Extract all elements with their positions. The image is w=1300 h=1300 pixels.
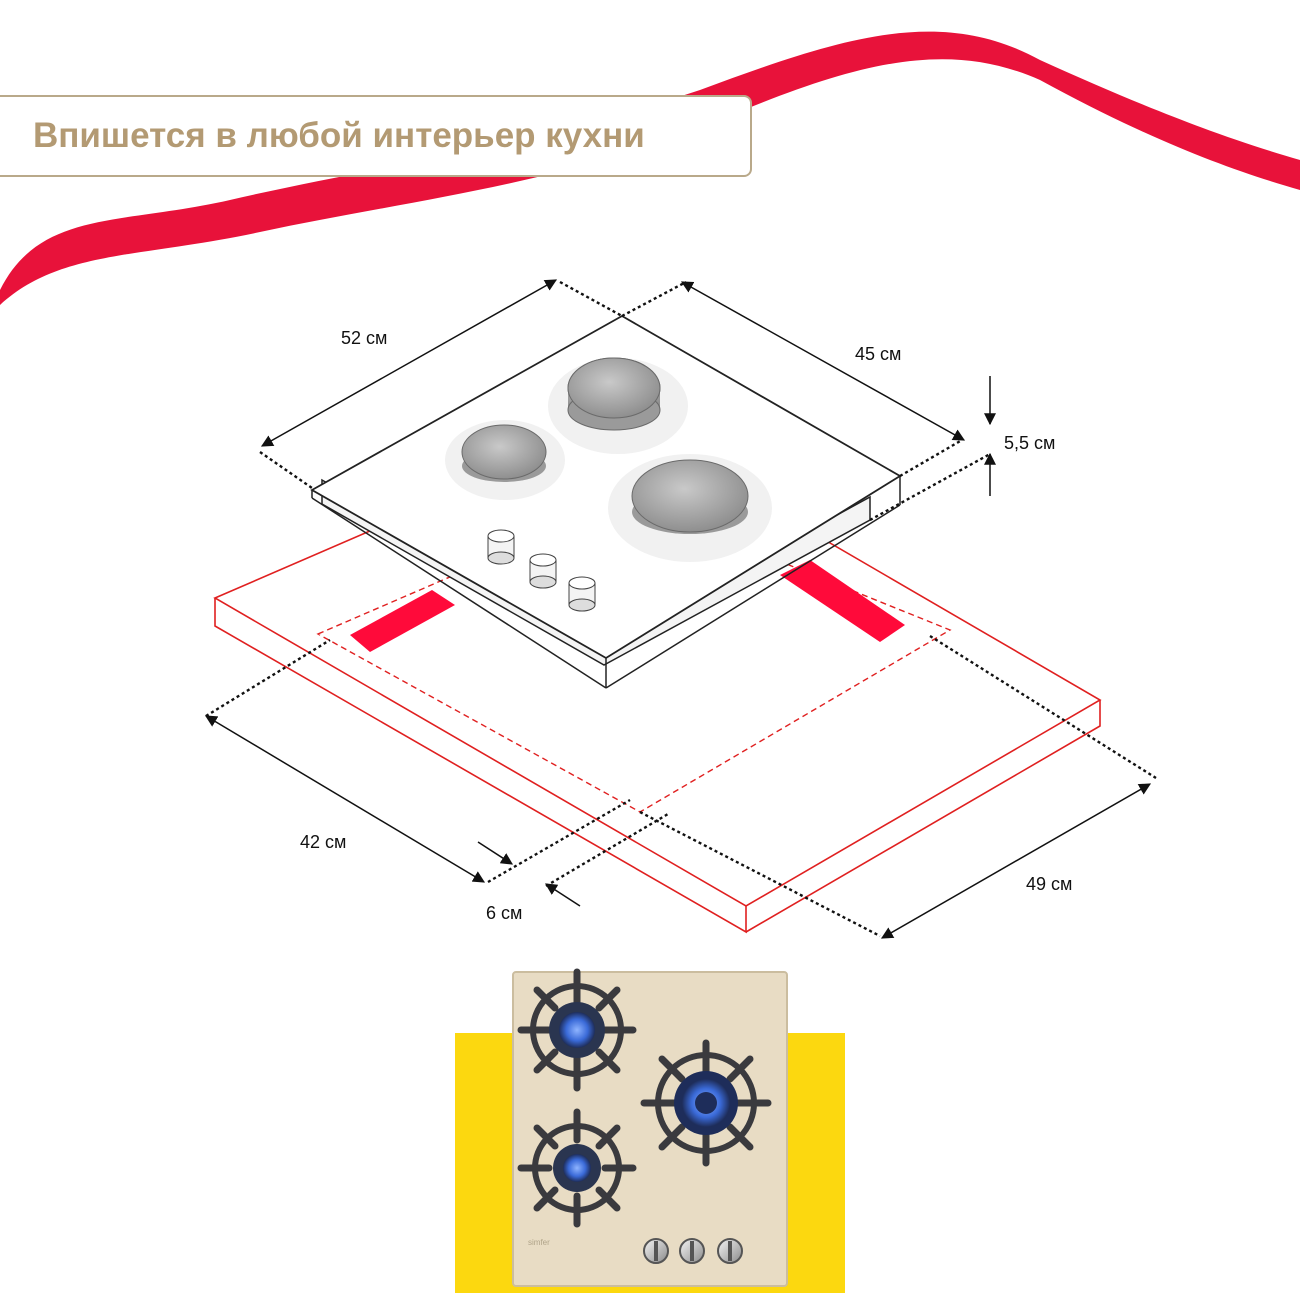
control-knob-icon	[643, 1238, 669, 1264]
hob-knobs	[487, 529, 596, 612]
dim-line-cutout-width	[204, 715, 486, 883]
control-knob-icon	[717, 1238, 743, 1264]
dimension-lines	[204, 279, 1157, 939]
control-knob-icon	[529, 553, 557, 589]
label-min-gap: 6 см	[486, 903, 522, 923]
label-hob-depth: 45 см	[855, 344, 901, 364]
control-knob-icon	[487, 529, 515, 565]
gas-burner-icon	[517, 968, 637, 1092]
dim-line-cutout-depth	[880, 783, 1152, 939]
control-knob-icon	[568, 576, 596, 612]
label-cutout-depth: 49 см	[1026, 874, 1072, 894]
hotplates	[445, 357, 772, 562]
banner-title-box: Впишется в любой интерьер кухни	[0, 95, 752, 177]
label-hob-width: 52 см	[341, 328, 387, 348]
label-hob-height: 5,5 см	[1004, 433, 1055, 453]
control-knob-icon	[679, 1238, 705, 1264]
dim-line-hob-depth	[680, 281, 966, 441]
banner-title: Впишется в любой интерьер кухни	[33, 116, 645, 155]
dim-line-hob-width	[260, 279, 558, 447]
gas-burner-icon	[517, 1108, 637, 1228]
brand-logo: simfer	[528, 1238, 550, 1247]
product-photo	[455, 968, 845, 1293]
gas-burner-icon	[640, 1039, 772, 1167]
cutout-supports	[350, 560, 905, 652]
label-cutout-width: 42 см	[300, 832, 346, 852]
